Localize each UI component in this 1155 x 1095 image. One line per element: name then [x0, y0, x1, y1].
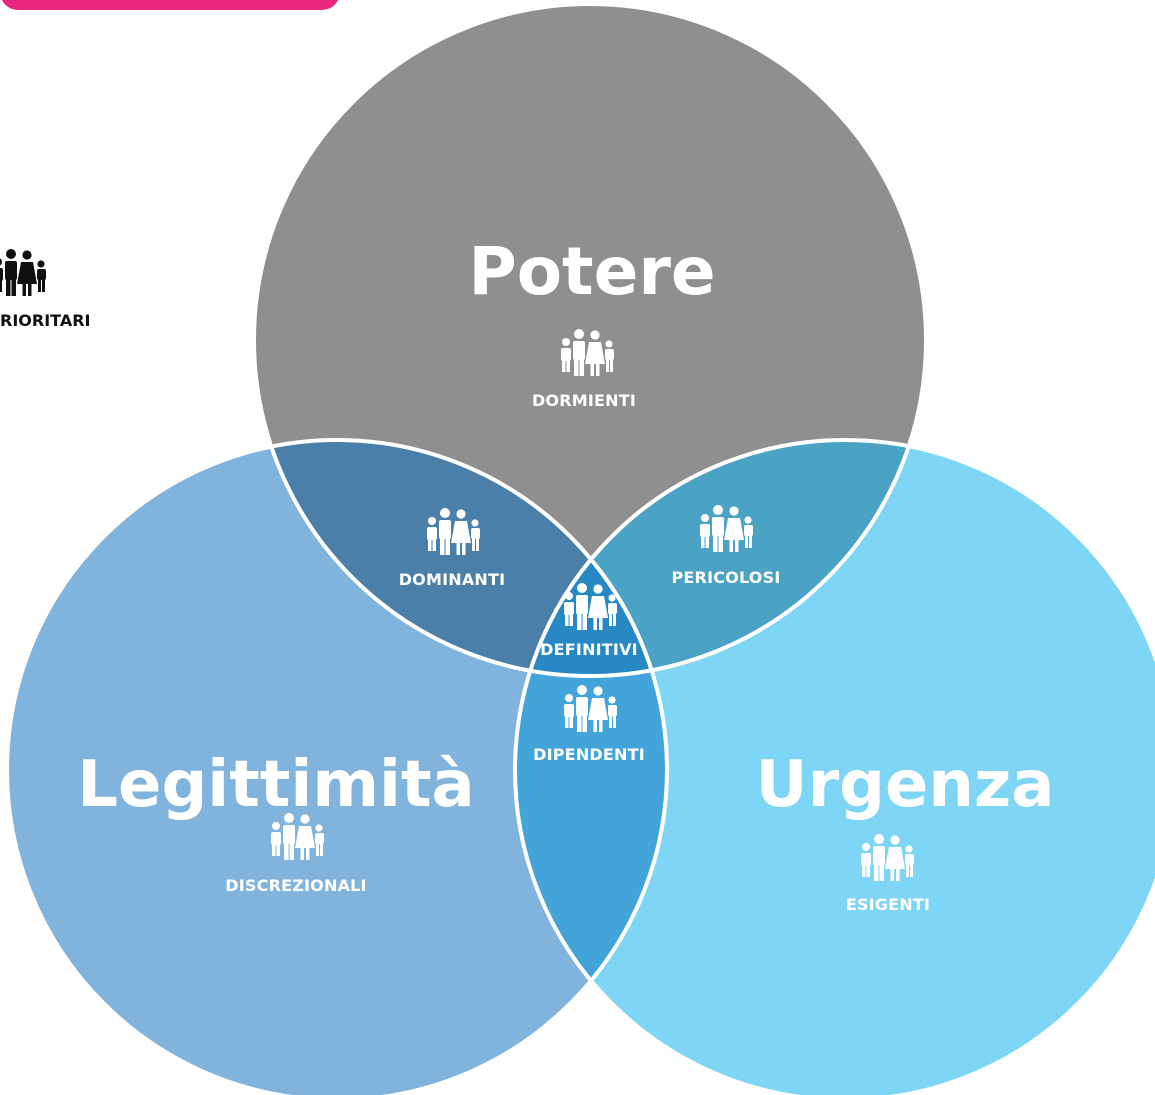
title-urgenza: Urgenza	[756, 748, 1055, 822]
outside-group: RIORITARI	[0, 249, 90, 330]
region-pericolosi	[515, 440, 926, 676]
outline-urgenza	[513, 438, 1155, 1095]
label-dormienti: DORMIENTI	[532, 391, 636, 410]
label-pericolosi: PERICOLOSI	[672, 568, 781, 587]
region-dominanti	[254, 440, 667, 676]
label-dipendenti: DIPENDENTI	[533, 745, 645, 764]
top-banner	[1, 0, 339, 10]
title-potere: Potere	[468, 233, 715, 310]
family-icon	[0, 249, 46, 296]
outline-legittimita	[5, 438, 669, 1095]
title-legittimita: Legittimità	[77, 748, 474, 822]
label-definitivi: DEFINITIVI	[540, 640, 638, 659]
label-discrezionali: DISCREZIONALI	[225, 876, 366, 895]
label-esigenti: ESIGENTI	[846, 895, 930, 914]
outline-potere	[252, 2, 928, 678]
outside-label: RIORITARI	[0, 311, 90, 330]
label-dominanti: DOMINANTI	[399, 570, 506, 589]
